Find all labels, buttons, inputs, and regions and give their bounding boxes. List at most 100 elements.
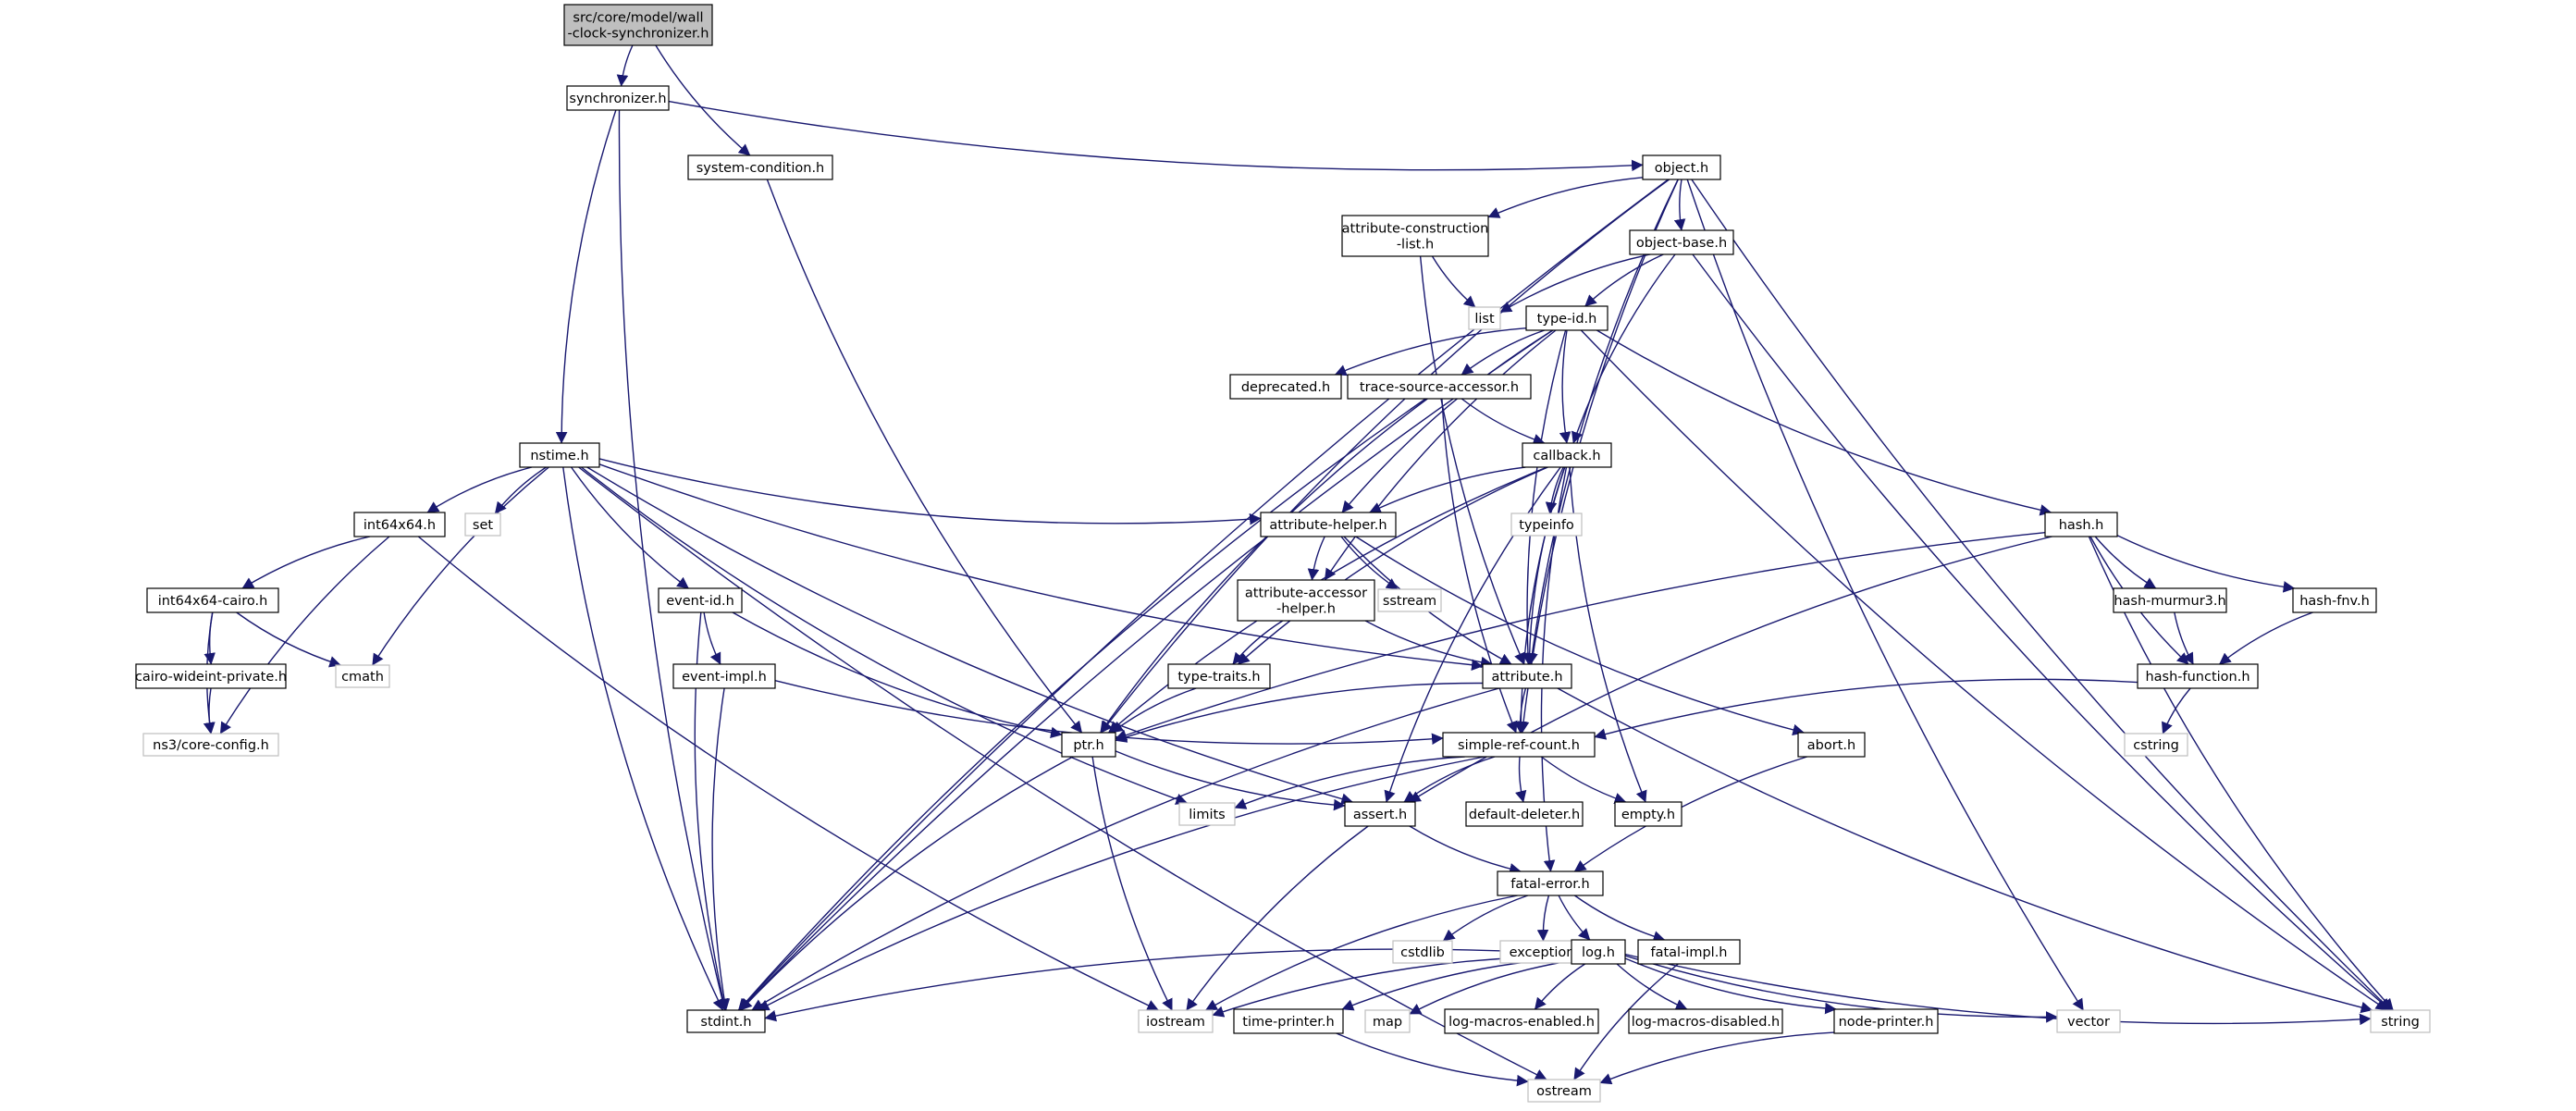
node-empty[interactable]: empty.h <box>1614 801 1682 827</box>
node-box <box>2056 1009 2121 1033</box>
node-attrhelper[interactable]: attribute-helper.h <box>1260 512 1397 537</box>
node-int64x64[interactable]: int64x64.h <box>353 512 446 537</box>
node-box <box>1138 1009 1214 1033</box>
node-defdel[interactable]: default-deleter.h <box>1465 801 1584 827</box>
node-box <box>1229 374 1342 400</box>
node-ptr[interactable]: ptr.h <box>1061 732 1116 758</box>
edge-object-to-vector <box>1686 179 2084 1011</box>
node-label: attribute-accessor <box>1245 586 1367 601</box>
node-label: fatal-impl.h <box>1650 945 1727 960</box>
node-label: synchronizer.h <box>569 92 666 106</box>
node-abort[interactable]: abort.h <box>1797 732 1866 758</box>
node-label: sstream <box>1383 594 1436 609</box>
node-label: ns3/core-config.h <box>153 738 269 753</box>
node-label: attribute.h <box>1491 670 1562 685</box>
node-hash[interactable]: hash.h <box>2044 512 2118 537</box>
edge-hashfn-to-cstring <box>2162 687 2191 734</box>
node-typetraits[interactable]: type-traits.h <box>1167 663 1271 689</box>
node-timeprinter[interactable]: time-printer.h <box>1233 1008 1344 1034</box>
node-int64cairo[interactable]: int64x64-cairo.h <box>146 587 279 613</box>
node-cairowide[interactable]: cairo-wideint-private.h <box>135 663 287 689</box>
edge-int64x64-to-nsconfig <box>219 536 390 734</box>
node-sstream: sstream <box>1377 588 1442 612</box>
node-label: object.h <box>1655 161 1708 176</box>
node-label: exception <box>1510 945 1575 960</box>
node-deprecated[interactable]: deprecated.h <box>1229 374 1342 400</box>
node-nstime[interactable]: nstime.h <box>519 442 600 468</box>
edge-log-to-vector <box>1624 955 2058 1023</box>
node-attrcons[interactable]: attribute-construction-list.h <box>1341 215 1489 257</box>
node-list: list <box>1468 306 1501 330</box>
node-objbase[interactable]: object-base.h <box>1629 229 1734 255</box>
edge-hash-to-fnv <box>2116 535 2296 593</box>
node-label: hash-fnv.h <box>2299 594 2370 609</box>
node-box <box>1167 663 1271 689</box>
edge-object-to-stdint <box>737 179 1669 1011</box>
node-label: attribute-helper.h <box>1269 518 1387 533</box>
node-nodeprinter[interactable]: node-printer.h <box>1833 1008 1939 1034</box>
node-object[interactable]: object.h <box>1642 154 1721 180</box>
edge-callback-to-typetraits <box>1238 466 1548 665</box>
node-sync[interactable]: synchronizer.h <box>566 85 670 111</box>
node-box <box>658 587 743 613</box>
node-fnv[interactable]: hash-fnv.h <box>2292 587 2377 613</box>
node-box <box>566 85 670 111</box>
node-label: hash.h <box>2059 518 2104 533</box>
edge-timeprinter-to-ostream <box>1336 1032 1529 1087</box>
edge-callback-to-attrhelper <box>1369 466 1526 513</box>
node-simpleref[interactable]: simple-ref-count.h <box>1442 732 1596 758</box>
node-box <box>1061 732 1116 758</box>
node-box <box>1797 732 1866 758</box>
node-box <box>1614 801 1682 827</box>
node-box <box>687 154 833 180</box>
node-label: system-condition.h <box>696 161 825 176</box>
node-ostream: ostream <box>1527 1079 1601 1103</box>
node-label: assert.h <box>1353 808 1407 822</box>
node-box <box>2124 733 2188 757</box>
node-logdis[interactable]: log-macros-disabled.h <box>1628 1008 1783 1034</box>
node-fatalimpl[interactable]: fatal-impl.h <box>1637 939 1741 965</box>
edge-typeid-to-attribute <box>1522 329 1567 665</box>
edge-typeid-to-stdint <box>738 329 1553 1011</box>
edge-attribute-to-string <box>1557 687 2373 1014</box>
edge-objbase-to-typeid <box>1584 253 1664 307</box>
edge-log-to-timeprinter <box>1341 957 1572 1011</box>
edge-typeid-to-deprecated <box>1334 327 1527 377</box>
node-label: -list.h <box>1397 238 1434 253</box>
edge-fnv-to-hashfn <box>2219 611 2313 665</box>
node-typeid[interactable]: type-id.h <box>1525 305 1608 331</box>
node-logen[interactable]: log-macros-enabled.h <box>1444 1008 1599 1034</box>
node-eventimpl[interactable]: event-impl.h <box>672 663 776 689</box>
node-callback[interactable]: callback.h <box>1522 442 1612 468</box>
node-tsa[interactable]: trace-source-accessor.h <box>1347 374 1532 400</box>
node-box <box>335 664 390 688</box>
edge-attrhelper-to-sstream <box>1340 536 1399 590</box>
node-syscond[interactable]: system-condition.h <box>687 154 833 180</box>
node-nsconfig: ns3/core-config.h <box>142 733 279 757</box>
node-label: type-traits.h <box>1177 670 1260 685</box>
node-box <box>2044 512 2118 537</box>
node-label: typeinfo <box>1519 518 1574 533</box>
node-fatalerr[interactable]: fatal-error.h <box>1497 870 1604 896</box>
node-stdint[interactable]: stdint.h <box>686 1009 766 1033</box>
node-assert[interactable]: assert.h <box>1344 801 1416 827</box>
node-label: log.h <box>1582 945 1615 960</box>
node-box <box>464 512 501 537</box>
node-root[interactable]: src/core/model/wall-clock-synchronizer.h <box>563 4 713 46</box>
node-eventid[interactable]: event-id.h <box>658 587 743 613</box>
edge-nstime-to-attrhelper <box>598 458 1262 525</box>
node-box <box>1444 1008 1599 1034</box>
edge-attribute-to-ptr <box>1115 682 1484 743</box>
edge-fatalerr-to-fatalimpl <box>1573 895 1666 943</box>
node-attribute[interactable]: attribute.h <box>1482 663 1572 689</box>
edge-log-to-logen <box>1534 963 1585 1010</box>
node-hashfn[interactable]: hash-function.h <box>2137 663 2259 689</box>
node-attracc[interactable]: attribute-accessor-helper.h <box>1237 579 1375 622</box>
node-log[interactable]: log.h <box>1571 939 1626 965</box>
edge-typeid-to-attracc <box>1324 329 1557 581</box>
edge-sync-to-stdint <box>618 109 728 1011</box>
node-murmur[interactable]: hash-murmur3.h <box>2113 587 2227 613</box>
edge-fatalerr-to-cstdlib <box>1442 895 1529 942</box>
node-box <box>1482 663 1572 689</box>
node-label: src/core/model/wall <box>573 11 703 26</box>
